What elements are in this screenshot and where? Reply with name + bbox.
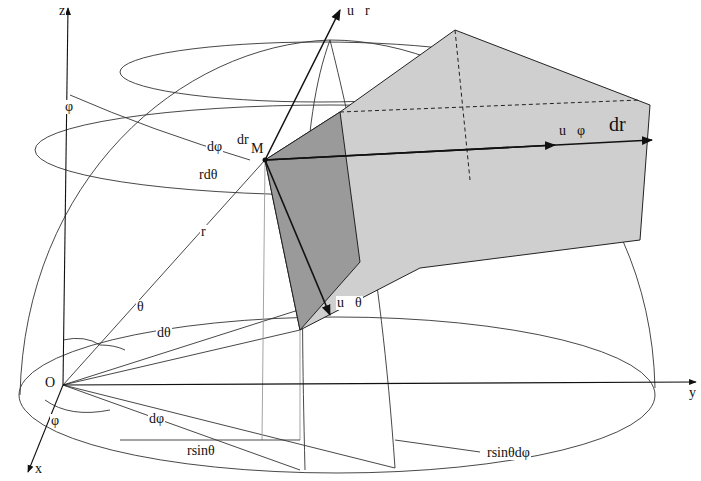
- length-label: dr: [236, 133, 250, 147]
- unit-vector-label: u⃗θ: [336, 296, 363, 310]
- length-label: rsinθ: [186, 444, 216, 458]
- point-label: M: [250, 142, 264, 156]
- origin-label: O: [44, 376, 56, 390]
- angle-label: dθ: [156, 326, 172, 340]
- angle-label: φ: [50, 414, 60, 428]
- vector-label: dr⃗: [608, 114, 642, 134]
- length-label: rdθ: [198, 168, 218, 182]
- axis-label: z: [58, 4, 66, 18]
- angle-label: φ: [64, 100, 74, 114]
- axis-label: x: [34, 462, 43, 476]
- length-label: r: [200, 225, 207, 239]
- unit-vector-label: u⃗r: [346, 4, 371, 18]
- unit-vector-label: u⃗φ: [558, 124, 586, 138]
- angle-label: dφ: [206, 140, 223, 154]
- axis-label: y: [688, 386, 697, 400]
- length-label: rsinθdφ: [486, 446, 531, 460]
- angle-label: θ: [136, 300, 145, 314]
- angle-label: dφ: [148, 412, 165, 426]
